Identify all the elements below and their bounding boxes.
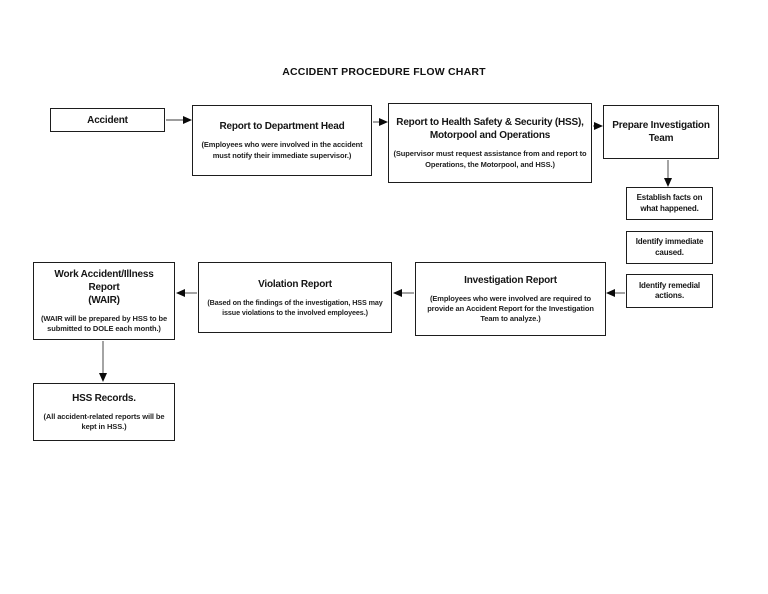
node-subtitle: (WAIR will be prepared by HSS to be subm… <box>40 313 168 333</box>
node-investigation-report: Investigation Report (Employees who were… <box>415 262 606 336</box>
node-title: Accident <box>87 114 128 126</box>
node-title: Identify immediate caused. <box>636 237 704 258</box>
node-subtitle: (Supervisor must request assistance from… <box>393 149 587 169</box>
arrow-prepare-team-to-establish-facts <box>664 160 672 187</box>
arrow-hss-to-prepare-team <box>593 122 603 130</box>
node-accident: Accident <box>50 108 165 132</box>
node-identify-remedial-actions: Identify remedial actions. <box>626 274 713 308</box>
node-hss-records: HSS Records. (All accident-related repor… <box>33 383 175 441</box>
node-prepare-investigation-team: Prepare Investigation Team <box>603 105 719 159</box>
node-report-dept-head: Report to Department Head (Employees who… <box>192 105 372 176</box>
node-subtitle: (Employees who were involved in the acci… <box>201 140 363 160</box>
node-title-line: caused. <box>655 247 684 257</box>
node-title-line: Identify remedial <box>638 280 701 290</box>
arrow-violation-to-wair <box>176 289 197 297</box>
node-title-line: what happened. <box>640 203 699 213</box>
node-title-line: Establish facts on <box>636 193 703 203</box>
node-title: Identify remedial actions. <box>639 281 700 302</box>
arrow-remedial-to-investigation-report <box>606 289 625 297</box>
arrow-wair-to-hss-records <box>99 341 107 382</box>
node-title-line: Report to Health Safety & Security (HSS)… <box>396 117 584 129</box>
node-title-line: Identify immediate <box>635 237 704 247</box>
node-title-line: (WAIR) <box>88 294 120 306</box>
node-title: HSS Records. <box>72 392 136 404</box>
node-title: Investigation Report <box>464 274 557 286</box>
node-title-line: Work Accident/Illness Report <box>54 268 154 293</box>
node-violation-report: Violation Report (Based on the findings … <box>198 262 392 333</box>
node-title-line: Motorpool and Operations <box>429 130 551 142</box>
node-wair: Work Accident/Illness Report (WAIR) (WAI… <box>33 262 175 340</box>
node-establish-facts: Establish facts on what happened. <box>626 187 713 220</box>
arrow-dept-head-to-hss <box>373 118 388 126</box>
arrow-investigation-to-violation-report <box>393 289 414 297</box>
node-title: Establish facts on what happened. <box>637 193 703 214</box>
node-title-line: actions. <box>654 291 685 300</box>
node-subtitle: (Employees who were involved are require… <box>427 293 594 324</box>
node-title: Violation Report <box>258 278 332 290</box>
node-subtitle: (Based on the findings of the investigat… <box>207 297 383 317</box>
node-title-line: Team <box>648 133 674 144</box>
node-identify-immediate-caused: Identify immediate caused. <box>626 231 713 264</box>
node-title: Prepare Investigation Team <box>612 119 710 145</box>
node-report-hss: Report to Health Safety & Security (HSS)… <box>388 103 592 183</box>
node-title: Report to Department Head <box>219 121 345 133</box>
page-title: ACCIDENT PROCEDURE FLOW CHART <box>282 66 486 78</box>
node-title: Work Accident/Illness Report (WAIR) <box>38 268 170 307</box>
node-title: Report to Health Safety & Security (HSS)… <box>396 116 584 142</box>
arrow-accident-to-dept-head <box>166 116 192 124</box>
node-subtitle: (All accident-related reports will be ke… <box>43 411 165 431</box>
node-title-line: Prepare Investigation <box>612 120 710 131</box>
